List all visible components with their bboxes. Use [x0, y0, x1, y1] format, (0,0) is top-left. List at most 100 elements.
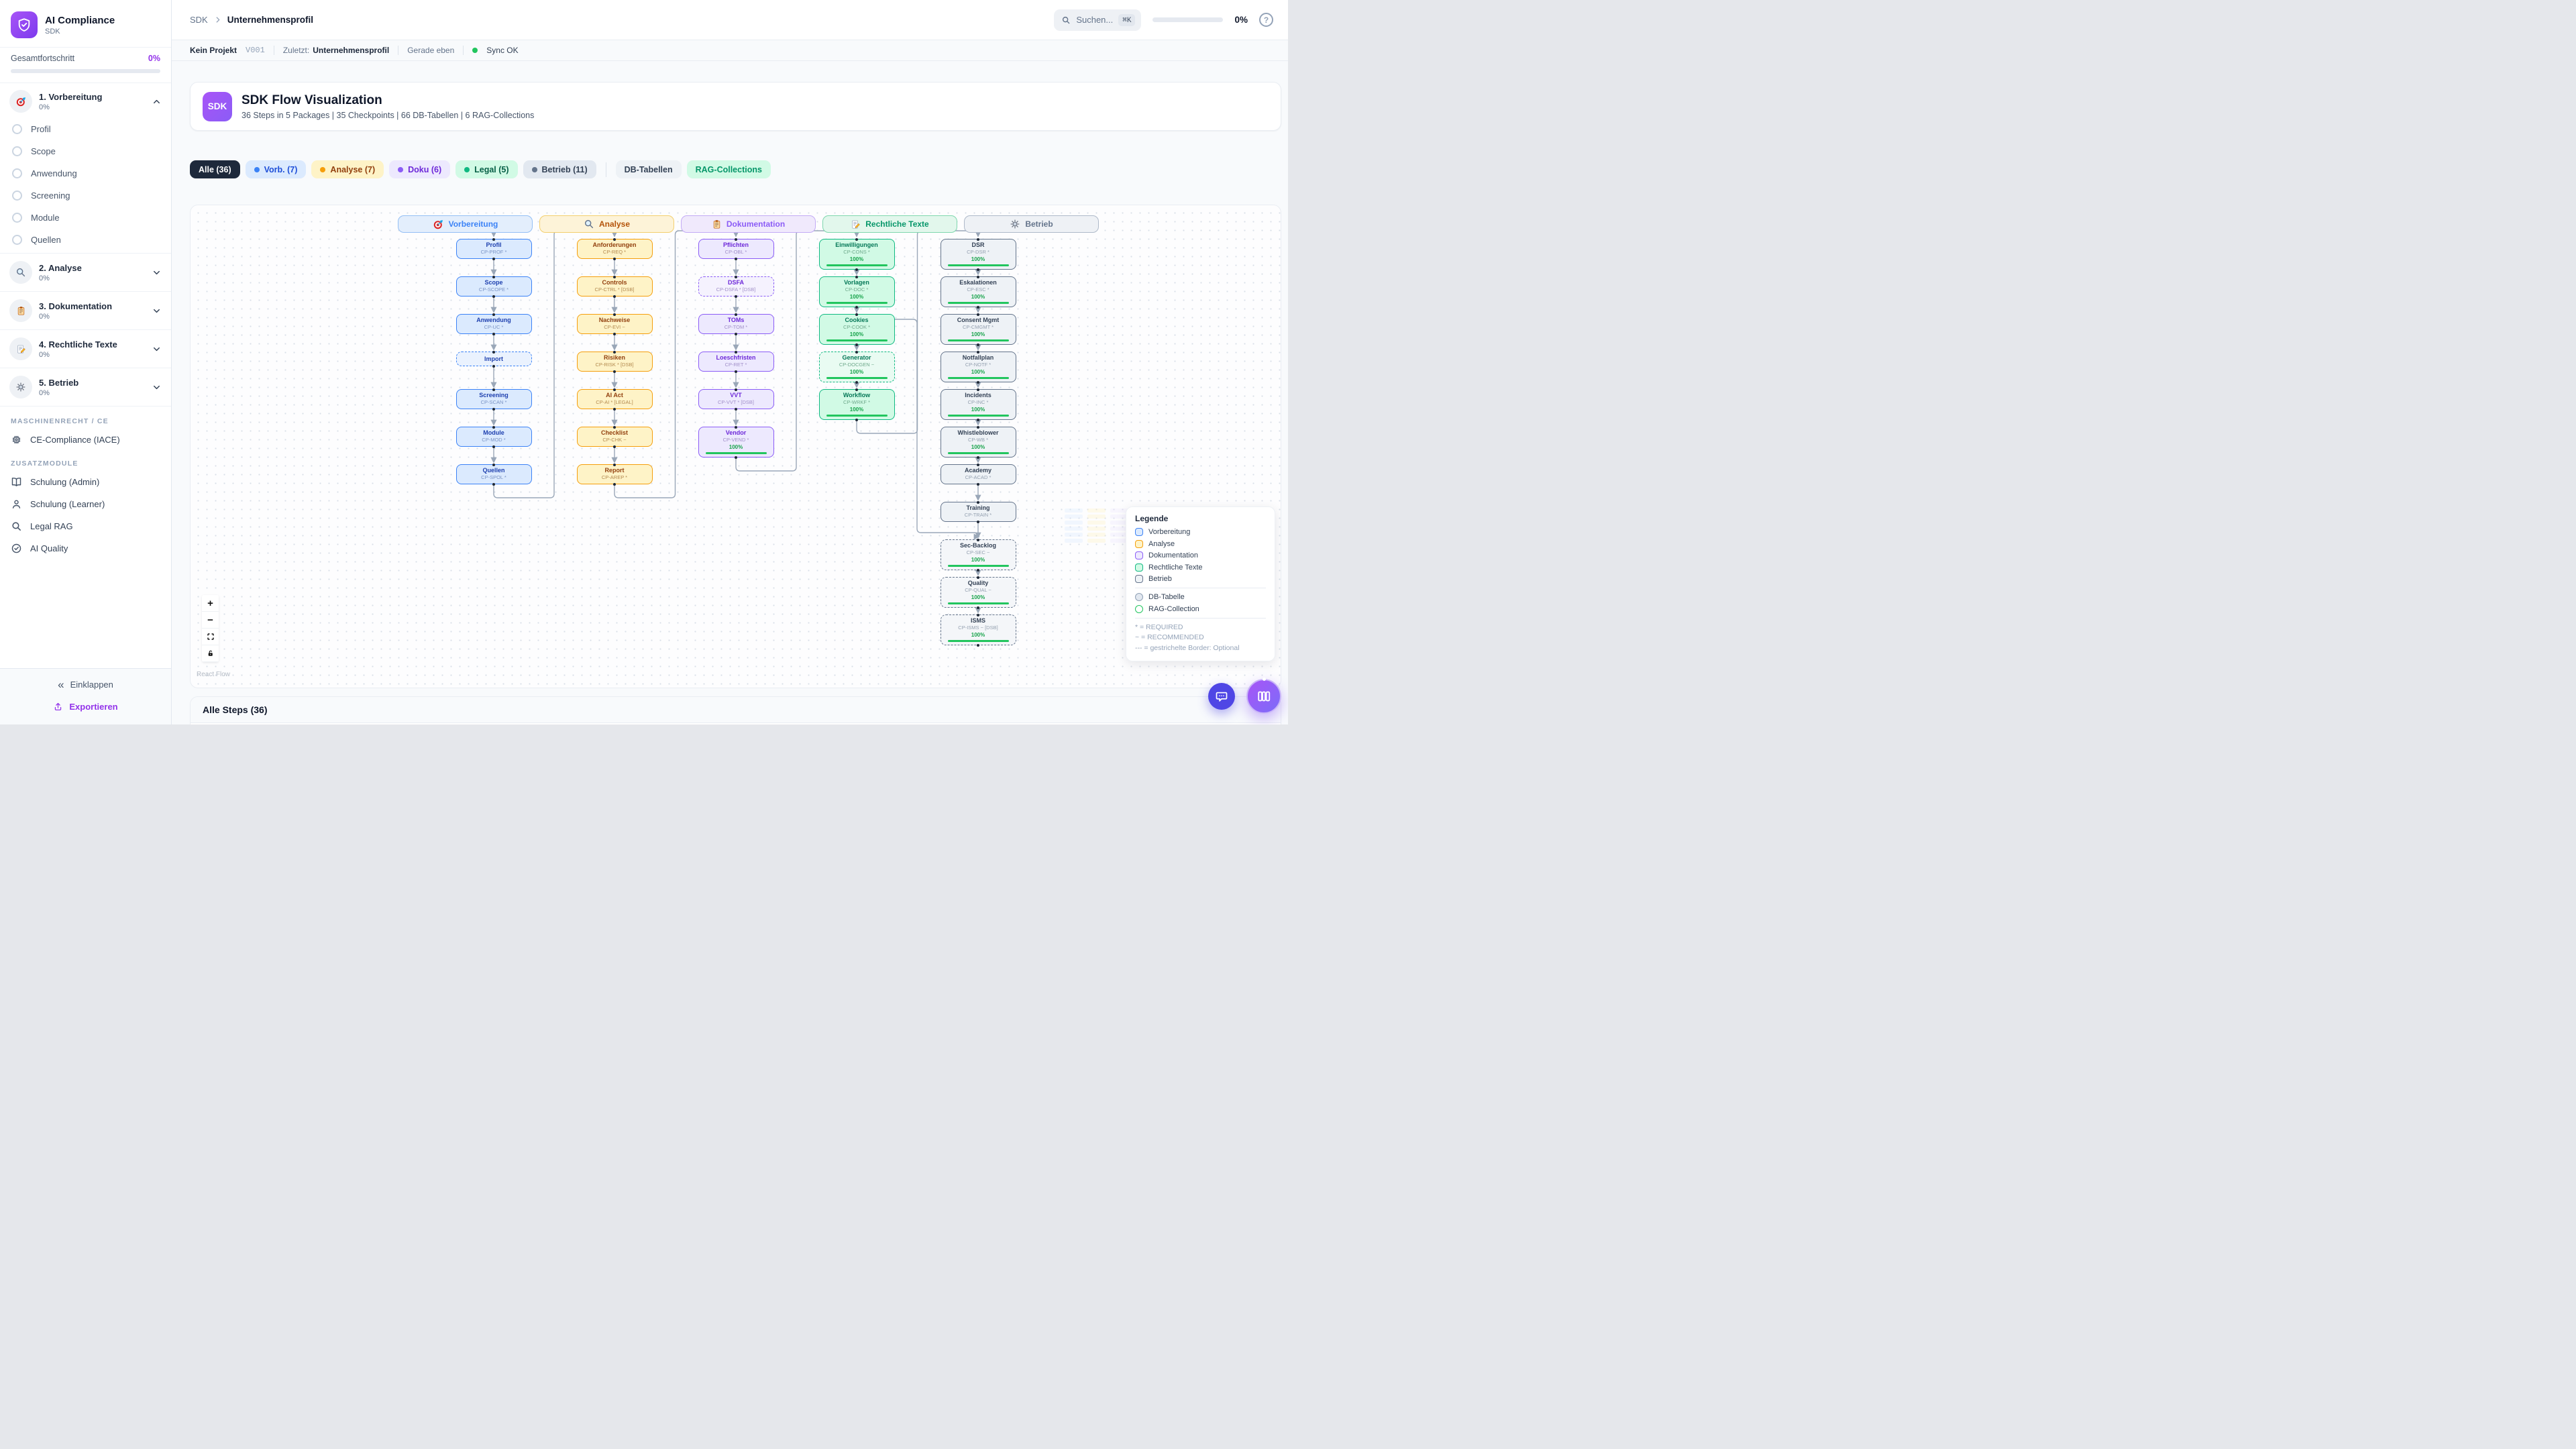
chat-fab-button[interactable]	[1208, 683, 1235, 710]
node-code: CP-REQ *	[602, 249, 627, 255]
chevron-up-icon[interactable]	[152, 97, 162, 107]
chat-icon	[1215, 690, 1228, 703]
package-header-vorbereitung[interactable]: Vorbereitung	[398, 215, 533, 233]
node-progress-value: 100%	[971, 368, 985, 375]
sidebar-item-ai-quality[interactable]: AI Quality	[0, 537, 171, 559]
chevron-down-icon[interactable]	[152, 268, 162, 278]
lock-button[interactable]	[202, 645, 219, 662]
package-header-analyse[interactable]: Analyse	[539, 215, 674, 233]
filter-chip-db-tabellen[interactable]: DB-Tabellen	[615, 160, 682, 178]
project-status: Kein Projekt	[190, 46, 237, 55]
flow-node-import[interactable]: Import	[455, 350, 532, 368]
filter-chip-alle-36[interactable]: Alle (36)	[190, 160, 240, 178]
chevron-right-icon	[213, 15, 222, 24]
minimap-fab-button[interactable]	[1246, 678, 1281, 714]
sidebar-item-ce-compliance-iace[interactable]: CE-Compliance (IACE)	[0, 429, 171, 451]
sidebar-item-scope[interactable]: Scope	[0, 140, 171, 162]
node-code: CP-VEND *	[722, 437, 749, 443]
sidebar-item-screening[interactable]: Screening	[0, 184, 171, 207]
sidebar-item-module[interactable]: Module	[0, 207, 171, 229]
package-header-rechtliche-texte[interactable]: Rechtliche Texte	[822, 215, 957, 233]
sidebar-item-schulung-learner[interactable]: Schulung (Learner)	[0, 493, 171, 515]
package-header-betrieb[interactable]: Betrieb	[964, 215, 1099, 233]
chevron-down-icon[interactable]	[152, 382, 162, 392]
search-shortcut: ⌘K	[1118, 13, 1136, 26]
sidebar-item-anwendung[interactable]: Anwendung	[0, 162, 171, 184]
node-code: CP-MOD *	[482, 437, 506, 443]
sidebar-item-profil[interactable]: Profil	[0, 118, 171, 140]
sidebar-item-schulung-admin[interactable]: Schulung (Admin)	[0, 471, 171, 493]
export-button[interactable]: Exportieren	[0, 696, 171, 718]
node-title: ISMS	[970, 617, 985, 624]
filter-chip-analyse-7[interactable]: Analyse (7)	[311, 160, 384, 178]
filter-chip-legal-5[interactable]: Legal (5)	[455, 160, 518, 178]
collapse-sidebar-button[interactable]: « Einklappen	[0, 674, 171, 696]
sidebar-item-quellen[interactable]: Quellen	[0, 229, 171, 251]
divider	[0, 406, 171, 407]
search-button[interactable]: Suchen... ⌘K	[1054, 9, 1142, 31]
sidebar-item-legal-rag[interactable]: Legal RAG	[0, 515, 171, 537]
node-progress-value: 100%	[971, 331, 985, 337]
zoom-in-button[interactable]: +	[202, 595, 219, 612]
breadcrumb-root[interactable]: SDK	[190, 15, 208, 25]
main-area: SDK Unternehmensprofil Suchen... ⌘K 0% ?…	[172, 0, 1288, 724]
filter-chip-betrieb-11[interactable]: Betrieb (11)	[523, 160, 596, 178]
fit-view-button[interactable]	[202, 629, 219, 645]
filter-chip-vorb-7[interactable]: Vorb. (7)	[245, 160, 307, 178]
chevron-down-icon[interactable]	[152, 306, 162, 316]
ghost-row	[1087, 527, 1106, 531]
chevron-down-icon[interactable]	[152, 344, 162, 354]
ghost-db-table	[1087, 508, 1106, 545]
filter-chip-rag-collections[interactable]: RAG-Collections	[686, 160, 771, 178]
package-header-dokumentation[interactable]: Dokumentation	[681, 215, 816, 233]
zoom-out-button[interactable]: −	[202, 612, 219, 629]
ghost-db-table	[1065, 508, 1083, 545]
version-badge: V001	[246, 46, 265, 55]
content: SDK SDK Flow Visualization 36 Steps in 5…	[172, 61, 1288, 724]
help-icon[interactable]: ?	[1259, 13, 1273, 27]
filter-chip-doku-6[interactable]: Doku (6)	[389, 160, 451, 178]
